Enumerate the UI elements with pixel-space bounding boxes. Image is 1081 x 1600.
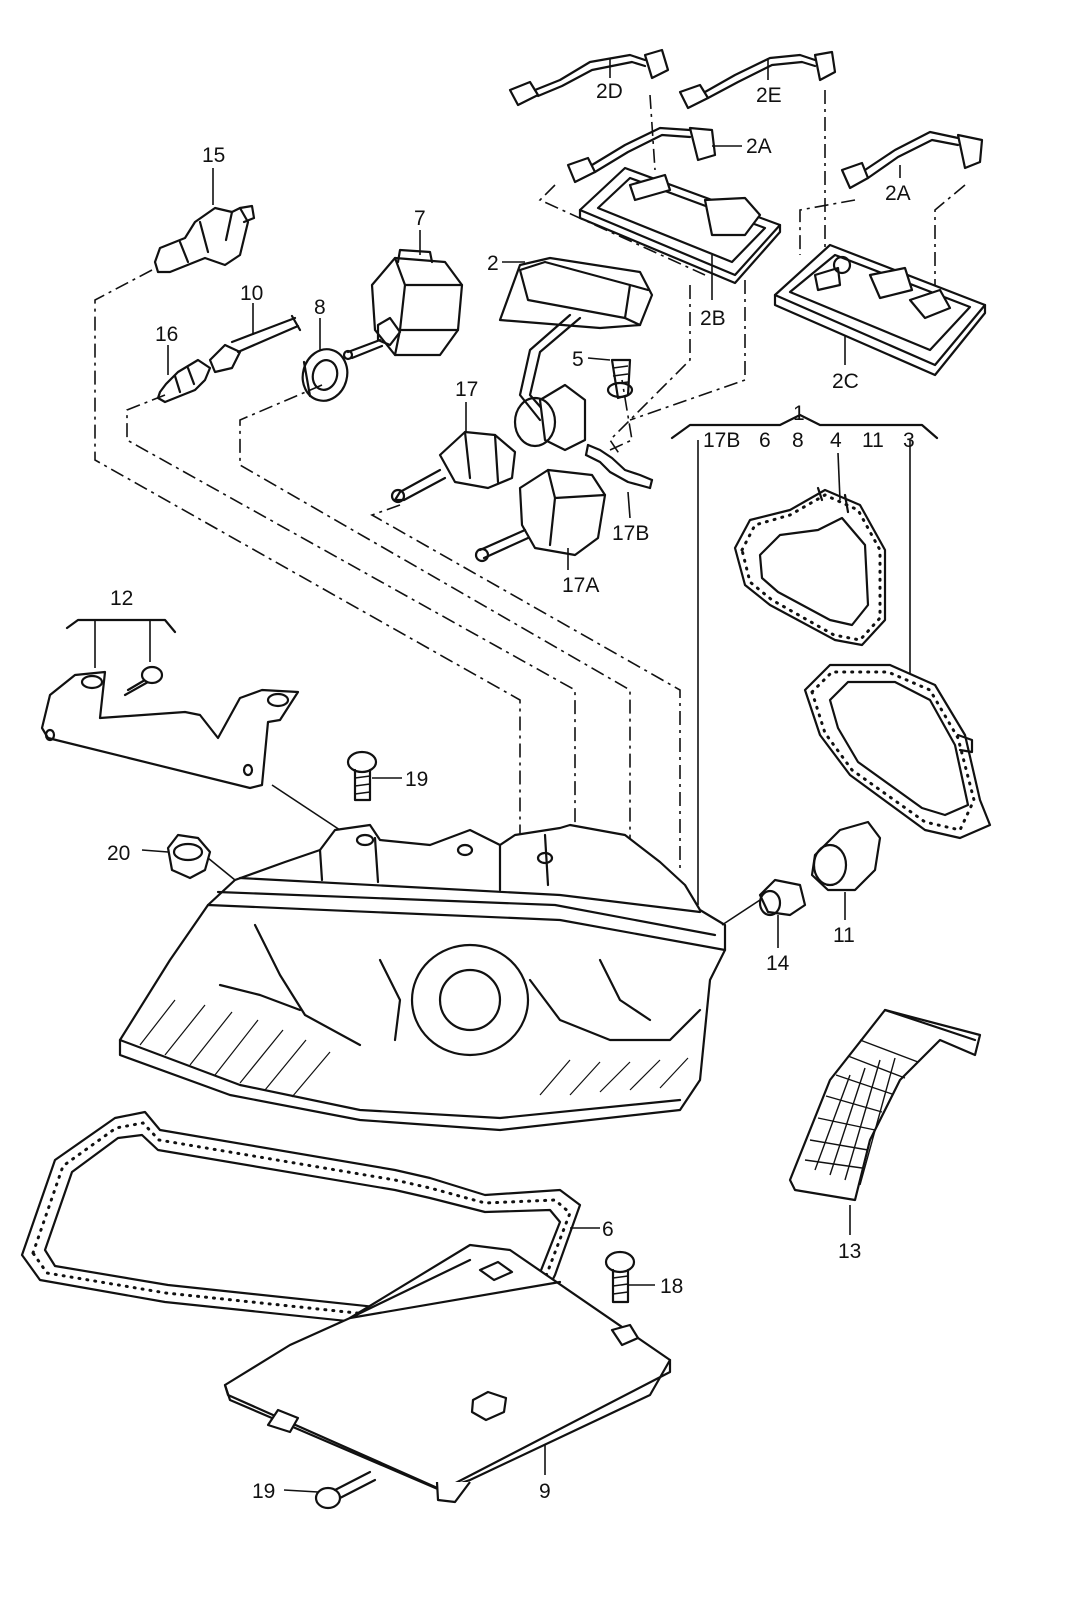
label-17A: 17A [562,574,599,597]
screw-part-12 [123,665,164,697]
label-3: 3 [903,429,915,452]
xenon-bulb-igniter-part-17A [474,468,607,563]
label-19-bottom: 19 [252,1480,275,1503]
screw-part-19-bottom [314,1470,377,1510]
label-19-top: 19 [405,768,428,791]
assembly-lines [94,90,966,870]
label-2A-right: 2A [885,182,911,205]
label-kit-17B: 17B [703,429,740,452]
label-7: 7 [414,207,426,230]
screw-part-5 [606,358,634,400]
label-2: 2 [487,252,499,275]
label-kit-8: 8 [792,429,804,452]
cap-part-20 [166,833,212,880]
label-16: 16 [155,323,178,346]
wire-harness-part-10 [208,314,302,374]
label-1: 1 [793,402,805,425]
label-kit-6: 6 [759,429,771,452]
bulb-socket-part-11 [810,820,882,892]
xenon-bulb-part-17 [390,430,517,504]
bulb-part-14 [758,878,807,917]
label-15: 15 [202,144,225,167]
cable-part-2A-right [840,130,984,190]
bulb-socket-part-16 [156,358,212,404]
label-8: 8 [314,296,326,319]
kit-bracket-part-1 [670,413,939,905]
lens-hatching [139,999,689,1098]
label-2E: 2E [756,84,782,107]
label-20: 20 [107,842,130,865]
label-9: 9 [539,1480,551,1503]
label-13: 13 [838,1240,861,1263]
label-2C: 2C [832,370,859,393]
cover-plate-part-9 [223,1243,672,1504]
reflector-part-13 [788,1008,982,1202]
control-unit-part-2B [578,166,782,285]
ballast-control-unit-part-2 [498,256,654,452]
retaining-clip-part-17B [584,443,654,490]
cable-part-2E [678,50,837,110]
leader-lines [141,58,901,1493]
headlamp-housing [118,823,727,1132]
label-14: 14 [766,952,790,975]
label-18: 18 [660,1275,683,1298]
mounting-bracket-part-12 [40,618,300,790]
label-2A-top: 2A [746,135,772,158]
label-2D: 2D [596,80,623,103]
screw-part-19-top [346,750,378,802]
label-5: 5 [572,348,584,371]
adjuster-motor-part-7 [342,248,464,361]
bulb-h7-part-15 [153,204,256,274]
cover-seal-part-3 [803,663,992,840]
label-4: 4 [830,429,842,452]
cable-part-2A-top [566,126,717,184]
label-kit-11: 11 [862,429,884,452]
gasket-part-4 [733,486,887,647]
label-10: 10 [240,282,263,305]
label-2B: 2B [700,307,726,330]
label-6: 6 [602,1218,614,1241]
label-11: 11 [833,924,855,947]
label-17B: 17B [612,522,649,545]
control-unit-part-2C [773,243,987,377]
part-labels: 15 7 10 8 16 2 5 17 17B 17A 2D 2E 2A 2A … [107,80,915,1503]
cable-part-2D [508,48,670,107]
label-17: 17 [455,378,478,401]
screw-part-18 [604,1250,636,1304]
seal-ring-part-8 [301,348,349,402]
label-12: 12 [110,587,133,610]
